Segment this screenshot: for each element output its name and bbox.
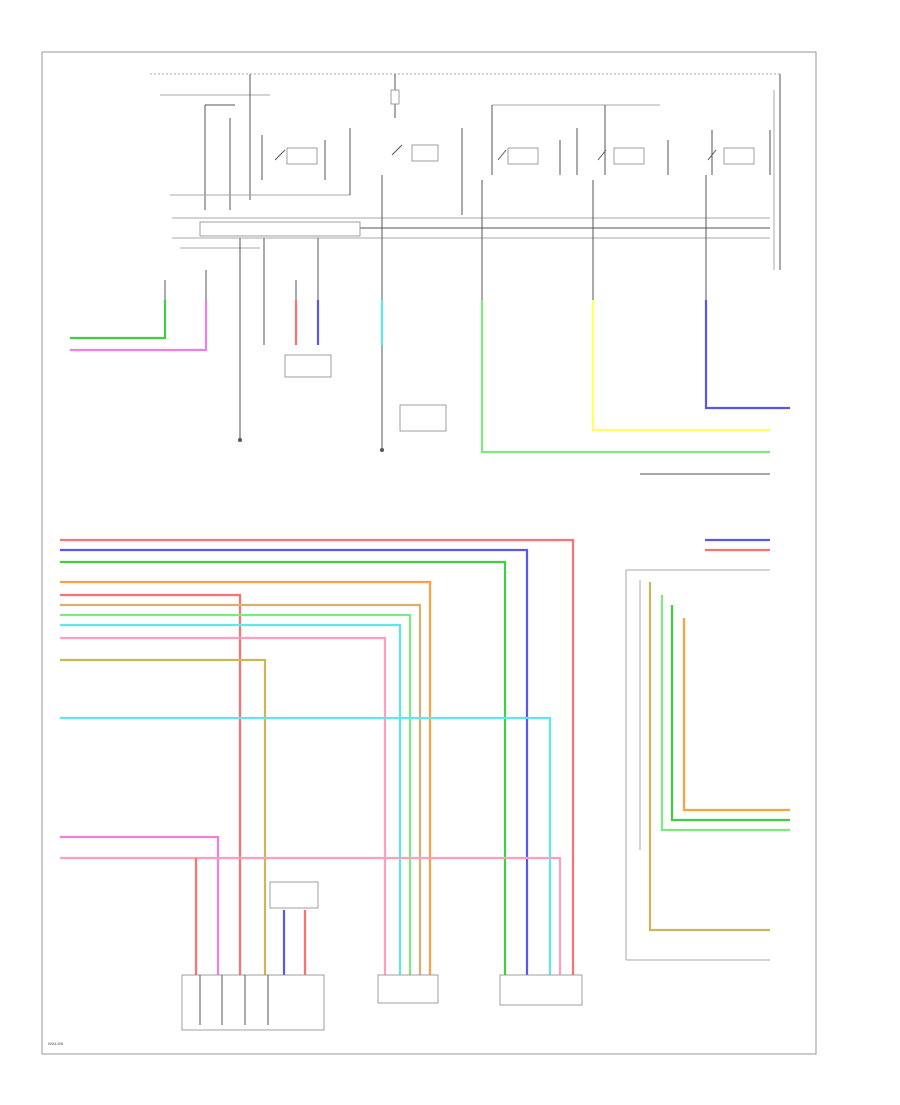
wire-olive-mid: [60, 658, 267, 975]
ground-label-box: [399, 404, 447, 432]
wire-red-long: [60, 538, 575, 975]
joint-connector-box: [199, 221, 361, 237]
wire-orange-long: [60, 580, 432, 975]
wire-green-long: [60, 560, 507, 975]
wire-green-top: [70, 300, 167, 340]
wire-blue2-top: [704, 300, 790, 410]
bottom-components: [181, 881, 583, 1031]
wire-red-mid: [60, 593, 242, 975]
wire-orange-mid: [60, 603, 422, 975]
wire-cyan-mid: [60, 623, 402, 975]
relay4-contact: [597, 149, 607, 161]
relay5-coil-box: [723, 147, 755, 165]
right-connector-frame: [625, 569, 770, 961]
wire-green-right: [670, 605, 790, 822]
wire-blue-long: [60, 548, 529, 975]
fuse-box: [390, 89, 400, 105]
wire-pink-top: [70, 300, 208, 352]
wire-lgreen-right: [660, 595, 790, 832]
bottom-colored-wires: [60, 538, 790, 975]
component-left-box: [181, 974, 325, 1031]
component-small-label-box: [269, 881, 319, 909]
connector-label-box: [284, 354, 332, 378]
relay1-contact: [274, 149, 286, 161]
relay2-contact: [391, 144, 403, 156]
wire-yellow-top: [591, 300, 770, 432]
component-mid-box: [377, 974, 439, 1004]
ground-point-2: [380, 448, 384, 452]
wire-olive-right: [648, 582, 770, 932]
relay3-coil-box: [507, 147, 539, 165]
top-colored-wires: [70, 300, 790, 475]
relay5-contact: [707, 149, 717, 161]
page-code: W04-5/6: [48, 1041, 64, 1046]
wire-cyan-long: [60, 716, 552, 975]
wire-pink-low: [60, 835, 220, 975]
component-right-box: [499, 974, 583, 1006]
wire-orange-right: [682, 618, 790, 812]
top-switch-section: [150, 73, 781, 452]
relay2-coil-box: [411, 144, 439, 162]
wire-red-low: [60, 856, 562, 975]
wire-pink-mid: [60, 636, 387, 975]
ground-point-1: [238, 438, 242, 442]
relay1-coil-box: [286, 147, 318, 165]
relay3-contact: [497, 149, 507, 161]
wire-lgreen-top: [480, 300, 770, 454]
diagram-frame: [41, 51, 817, 1055]
relay4-coil-box: [613, 147, 645, 165]
wire-lgreen-mid: [60, 613, 412, 975]
